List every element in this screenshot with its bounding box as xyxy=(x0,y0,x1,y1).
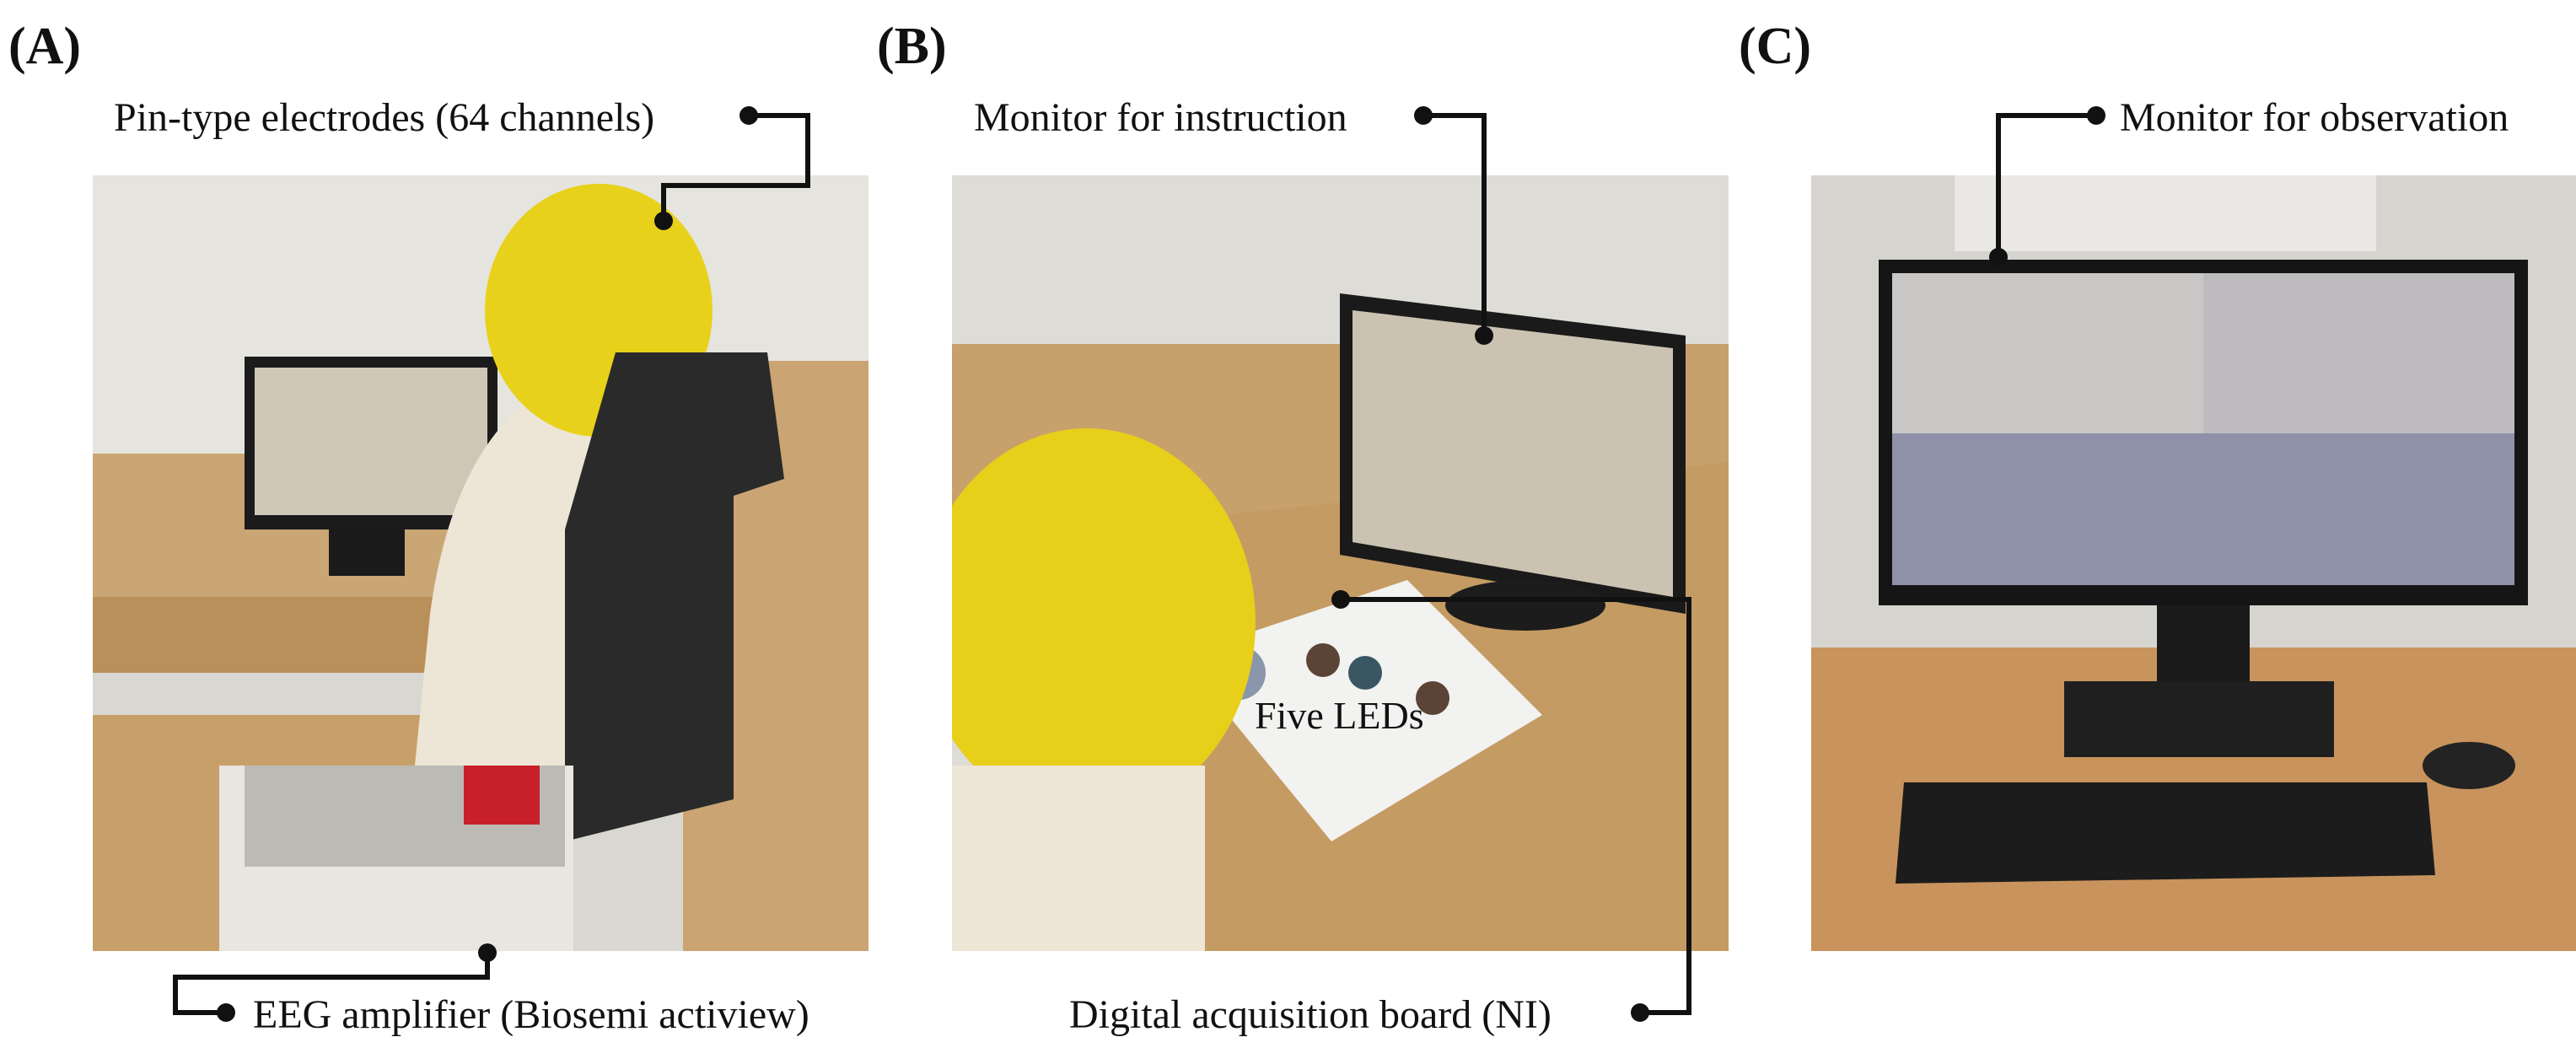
callout-dot-acquisition-label xyxy=(1631,1003,1649,1022)
label-monitor-for-observation: Monitor for observation xyxy=(2120,95,2509,140)
photo-c-observation-setup xyxy=(1811,175,2576,951)
panel-b-letter: (B) xyxy=(877,18,947,75)
panel-c-letter: (C) xyxy=(1739,18,1812,75)
label-five-leds: Five LEDs xyxy=(1255,694,1424,737)
label-digital-acquisition-board: Digital acquisition board (NI) xyxy=(1069,992,1552,1037)
photo-a-eeg-setup xyxy=(93,175,869,951)
label-pin-type-electrodes: Pin-type electrodes (64 channels) xyxy=(114,95,655,140)
label-monitor-for-instruction: Monitor for instruction xyxy=(974,95,1347,140)
panel-a-letter: (A) xyxy=(8,18,82,75)
callout-dot-instruction-label xyxy=(1414,106,1433,125)
label-eeg-amplifier: EEG amplifier (Biosemi actiview) xyxy=(253,992,809,1037)
callout-dot-electrodes-label xyxy=(739,106,758,125)
callout-dot-amplifier-label xyxy=(217,1003,235,1022)
photo-b-leds-setup xyxy=(952,175,1729,951)
callout-dot-observation-label xyxy=(2087,106,2105,125)
